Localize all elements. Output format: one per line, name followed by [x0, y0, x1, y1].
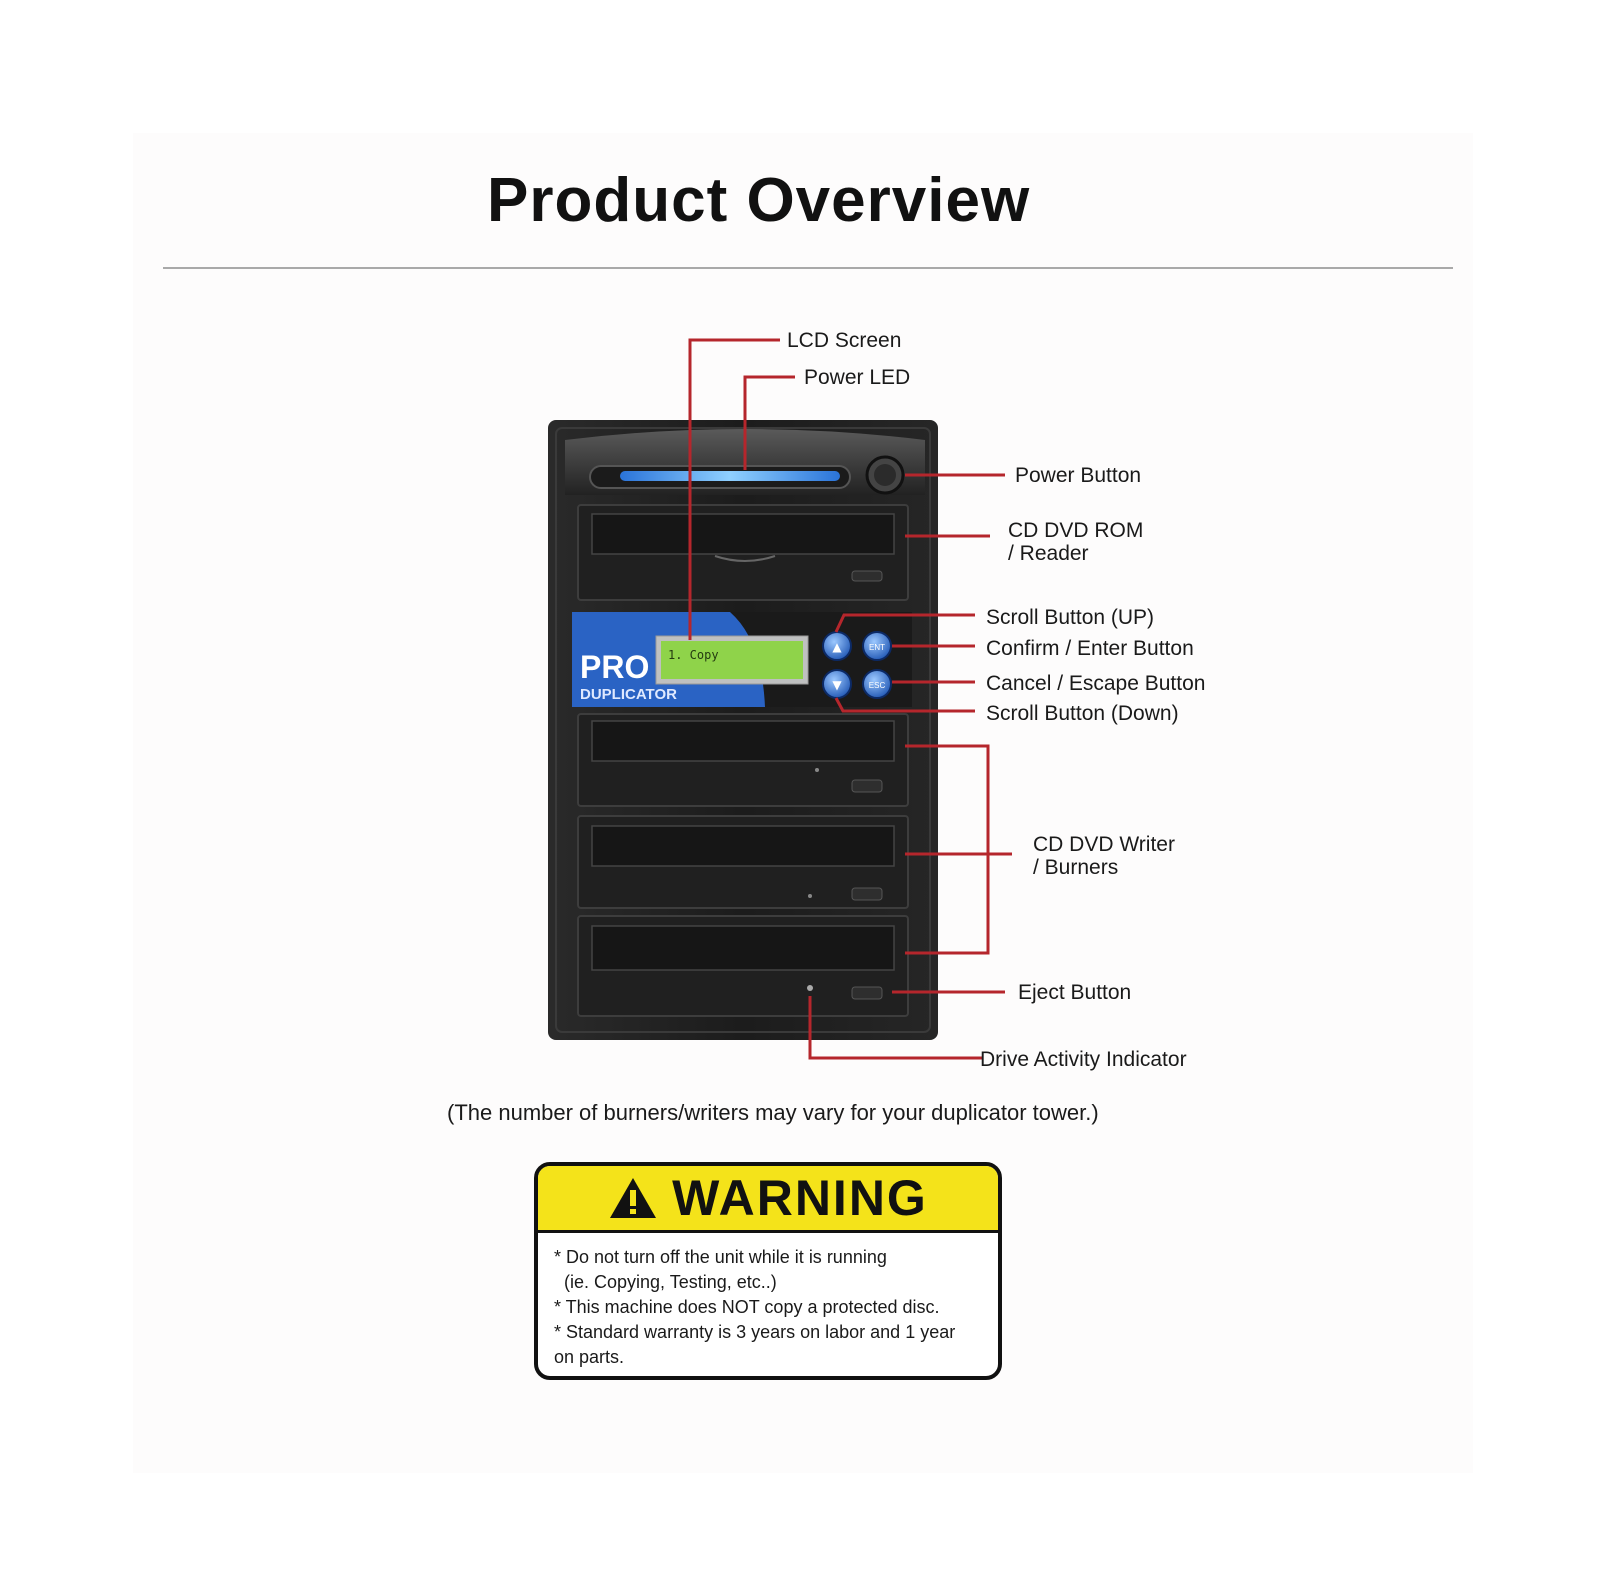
warning-header: WARNING [538, 1166, 998, 1233]
writer-drive-3 [578, 916, 908, 1016]
power-button[interactable] [867, 457, 903, 493]
writer-drive-1 [578, 714, 908, 806]
warning-line: (ie. Copying, Testing, etc..) [554, 1270, 982, 1295]
enter-button[interactable]: ENT [863, 632, 891, 660]
label-scroll-down: Scroll Button (Down) [986, 702, 1179, 725]
label-writers-line1: CD DVD Writer [1033, 833, 1175, 856]
label-lcd-screen: LCD Screen [787, 329, 901, 352]
label-scroll-up: Scroll Button (UP) [986, 606, 1154, 629]
control-panel: PRO DUPLICATOR 1. Copy ▲ ENT ▼ ESC [572, 612, 912, 707]
warning-box: WARNING * Do not turn off the unit while… [534, 1162, 1002, 1380]
label-eject-button: Eject Button [1018, 981, 1131, 1004]
warning-line: * Do not turn off the unit while it is r… [554, 1245, 982, 1270]
label-reader-line2: / Reader [1008, 542, 1089, 565]
down-arrow-icon: ▼ [832, 678, 842, 692]
warning-title: WARNING [672, 1169, 928, 1227]
label-writers-line2: / Burners [1033, 856, 1118, 879]
power-led-strip [620, 471, 840, 481]
label-drive-activity: Drive Activity Indicator [980, 1048, 1187, 1071]
escape-label: ESC [869, 681, 886, 690]
label-reader-line1: CD DVD ROM [1008, 519, 1143, 542]
warning-line: * Standard warranty is 3 years on labor … [554, 1320, 982, 1345]
warning-body: * Do not turn off the unit while it is r… [538, 1233, 998, 1370]
label-confirm-enter: Confirm / Enter Button [986, 637, 1194, 660]
eject-button[interactable] [852, 987, 882, 999]
brand-duplicator-text: DUPLICATOR [580, 686, 677, 703]
reader-drive [578, 505, 908, 600]
enter-label: ENT [869, 643, 885, 652]
label-power-led: Power LED [804, 366, 910, 389]
writer-drive-2 [578, 816, 908, 908]
warning-line: on parts. [554, 1345, 982, 1370]
escape-button[interactable]: ESC [863, 670, 891, 698]
label-cancel-escape: Cancel / Escape Button [986, 672, 1205, 695]
lcd-text: 1. Copy [668, 648, 719, 662]
drive-activity-led [807, 985, 813, 991]
label-power-button: Power Button [1015, 464, 1141, 487]
tower-note: (The number of burners/writers may vary … [447, 1100, 1099, 1126]
scroll-down-button[interactable]: ▼ [823, 670, 851, 698]
brand-pro-text: PRO [580, 649, 649, 685]
warning-triangle-icon [608, 1176, 658, 1220]
scroll-up-button[interactable]: ▲ [823, 632, 851, 660]
warning-line: * This machine does NOT copy a protected… [554, 1295, 982, 1320]
up-arrow-icon: ▲ [832, 640, 842, 654]
